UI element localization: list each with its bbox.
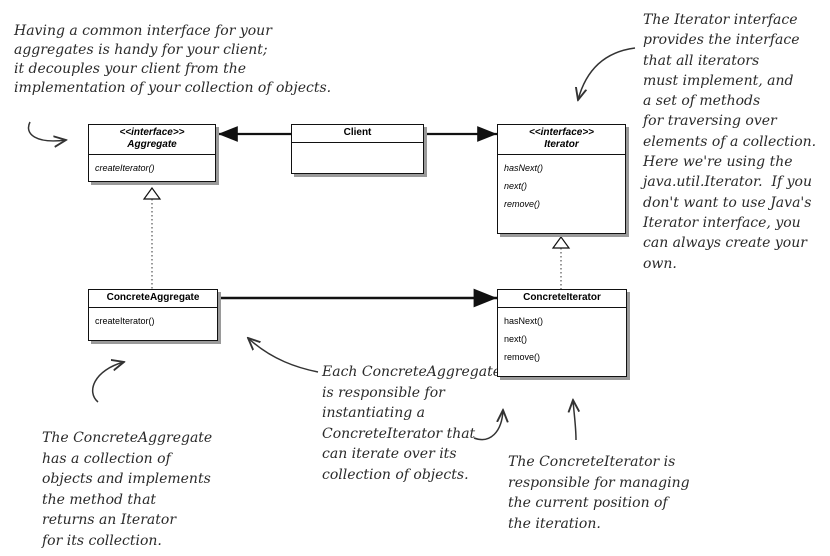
class-concrete-aggregate-header: ConcreteAggregate (89, 290, 217, 308)
pointer-arrow-top-right (578, 47, 636, 100)
class-operations: createIterator() (89, 308, 217, 334)
stereotype-label: <<interface>> (528, 127, 595, 138)
operation: remove() (504, 352, 541, 362)
class-name: ConcreteAggregate (106, 292, 200, 303)
class-name: ConcreteIterator (523, 292, 601, 303)
iterator-realization-triangle (551, 235, 571, 249)
pointer-arrow-bottom-left (91, 362, 124, 403)
class-client-header: Client (292, 125, 423, 143)
class-operations: createIterator() (89, 155, 215, 181)
note-concrete-iterator: The ConcreteIterator is responsible for … (508, 454, 690, 532)
operation: hasNext() (504, 316, 544, 326)
class-concrete-iterator-header: ConcreteIterator (498, 290, 626, 308)
class-name: Client (343, 127, 372, 138)
pointer-arrow-middle-right (473, 410, 503, 441)
class-name: Iterator (544, 139, 579, 150)
operation: createIterator() (95, 316, 155, 326)
class-concrete-aggregate: ConcreteAggregate createIterator() (88, 289, 218, 341)
pointer-arrow-bottom-right (573, 400, 576, 441)
class-client: Client (291, 124, 424, 174)
operation: createIterator() (95, 163, 155, 173)
class-iterator-header: <<interface>> Iterator (498, 125, 625, 155)
operation: next() (504, 334, 528, 344)
class-operations: hasNext() next() remove() (498, 155, 625, 217)
pointer-arrow-middle (248, 338, 319, 373)
class-operations: hasNext() next() remove() (498, 308, 626, 370)
pointer-arrow-top-left (27, 121, 67, 141)
aggregate-realization-triangle (142, 186, 162, 200)
operation: next() (504, 181, 528, 191)
operation: hasNext() (504, 163, 544, 173)
note-concrete-aggregate-responsibility: Each ConcreteAggregate is responsible fo… (322, 364, 501, 483)
note-iterator-interface: The Iterator interface provides the inte… (643, 12, 817, 272)
note-common-interface: Having a common interface for your aggre… (14, 23, 332, 96)
note-concrete-aggregate: The ConcreteAggregate has a collection o… (42, 430, 213, 549)
class-concrete-iterator: ConcreteIterator hasNext() next() remove… (497, 289, 627, 377)
stereotype-label: <<interface>> (119, 127, 185, 138)
class-aggregate: <<interface>> Aggregate createIterator() (88, 124, 216, 182)
operation: remove() (504, 199, 541, 209)
class-name: Aggregate (127, 139, 177, 150)
class-iterator: <<interface>> Iterator hasNext() next() … (497, 124, 626, 234)
class-aggregate-header: <<interface>> Aggregate (89, 125, 215, 155)
